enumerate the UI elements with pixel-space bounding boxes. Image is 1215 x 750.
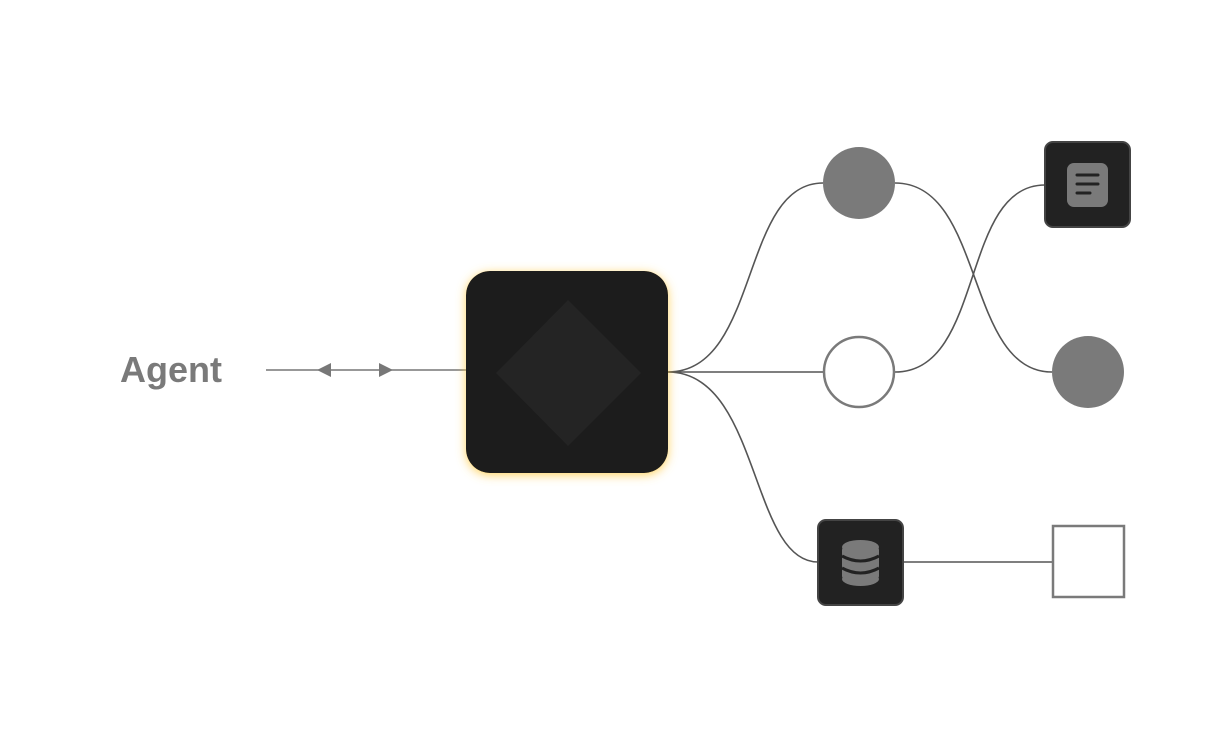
doc-node[interactable] (1044, 141, 1131, 228)
arrow-right-icon (379, 363, 393, 377)
top-circle-node[interactable] (823, 147, 895, 219)
square-node[interactable] (1051, 524, 1126, 599)
connectors (266, 182, 1053, 563)
edge-hub-db (667, 371, 819, 563)
document-icon (1067, 163, 1108, 207)
agent-label: Agent (120, 349, 222, 390)
diamond-icon (496, 300, 641, 446)
right-circle-node[interactable] (1052, 336, 1124, 408)
arrow-left-icon (317, 363, 331, 377)
edge-mid-circle-doc (894, 184, 1046, 373)
edge-top-circle-right-circle (894, 182, 1053, 373)
edge-hub-top-circle (667, 182, 824, 373)
hub-node[interactable] (466, 271, 668, 473)
database-icon (841, 540, 880, 586)
mid-circle-node[interactable] (822, 335, 896, 409)
db-node[interactable] (817, 519, 904, 606)
